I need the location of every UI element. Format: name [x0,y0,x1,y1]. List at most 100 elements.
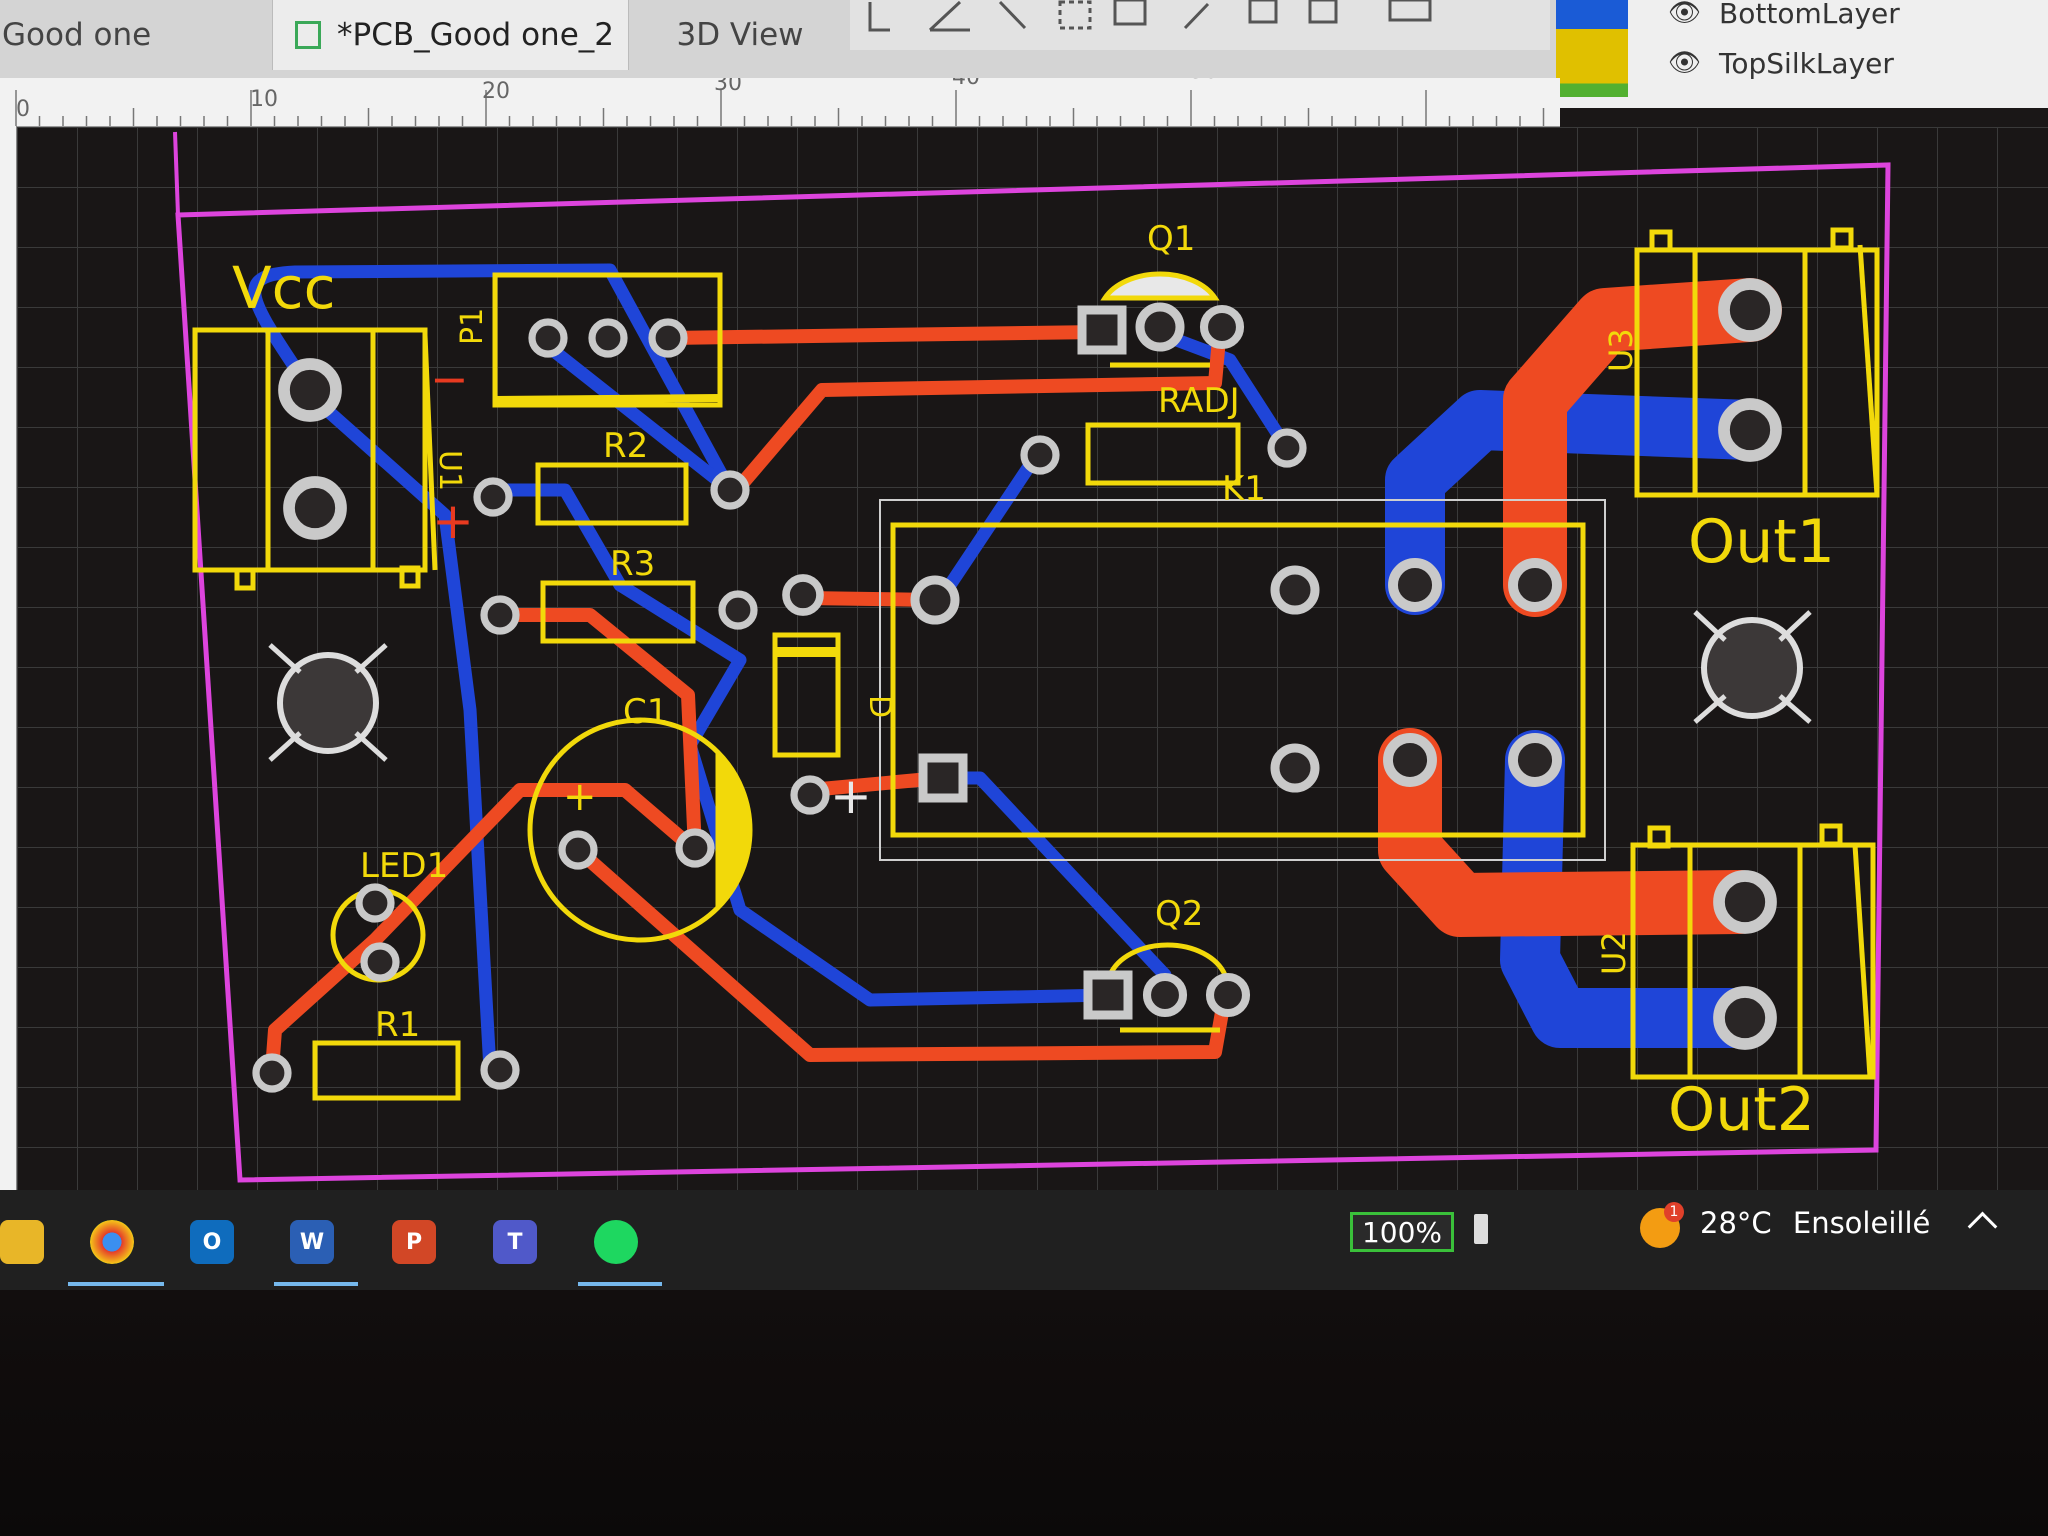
teams-icon[interactable]: T [493,1220,537,1264]
silk-tab [1647,825,1671,849]
word-icon[interactable]: W [290,1220,334,1264]
via-pad[interactable] [782,574,824,616]
via-pad[interactable] [1383,733,1437,787]
line-tool-icon[interactable] [928,0,970,32]
via-pad[interactable] [528,318,568,358]
silk-radj [1085,422,1241,486]
chrome-icon[interactable] [90,1220,134,1264]
via-pad[interactable] [1713,986,1777,1050]
silk-r2 [535,462,689,526]
tab-good-one[interactable]: Good one [0,0,272,70]
silk-q2 [1107,942,1228,977]
battery-indicator[interactable]: 100% [1350,1212,1454,1252]
weather-condition: Ensoleillé [1792,1206,1931,1240]
drawing-toolbar [850,0,1550,50]
label-r1: R1 [375,1005,420,1045]
via-pad[interactable] [480,1050,520,1090]
ruler-label: 30 [714,78,742,96]
via-pad[interactable] [1267,428,1307,468]
via-pad[interactable] [1142,972,1188,1018]
bottom-trace [533,333,737,497]
weather-temperature: 28°C [1700,1206,1772,1240]
via-pad[interactable] [283,476,347,540]
square-pad[interactable] [1083,970,1133,1020]
via-pad[interactable] [718,590,758,630]
via-pad[interactable] [1205,972,1251,1018]
via-pad[interactable] [1020,435,1060,475]
silk-r1 [312,1040,461,1101]
top-power-trace [1378,728,1772,937]
tab-3d-view[interactable]: 3D View [640,0,840,70]
via-pad[interactable] [1718,278,1782,342]
ruler-label: 20 [482,79,510,104]
via-pad[interactable] [252,1053,292,1093]
layers-panel: 👁 BottomLayer 👁 TopSilkLayer [1556,0,2048,108]
arc-tool-icon[interactable] [998,0,1027,30]
via-pad[interactable] [278,358,342,422]
label-u2: U2 [1595,931,1633,975]
label-plus-c1: + [563,774,597,820]
via-pad[interactable] [675,828,715,868]
tab-pcb-good-one-2[interactable]: *PCB_Good one_2 [272,0,629,70]
pen-tool-icon[interactable] [1183,2,1210,30]
bottom-trace [303,388,497,1077]
via-pad[interactable] [790,775,830,815]
table-tool-icon[interactable] [1388,0,1432,22]
via-pad[interactable] [1718,398,1782,462]
silk-line [1852,844,1873,1078]
layer-topsilk-label: TopSilkLayer [1719,46,1894,80]
weather-widget[interactable]: 28°C Ensoleillé [1700,1206,1930,1240]
square-pad[interactable] [918,753,968,803]
eye-icon[interactable]: 👁 [1668,0,1702,28]
via-pad[interactable] [588,318,628,358]
powerpoint-icon[interactable]: P [392,1220,436,1264]
label-plus-u1: + [432,492,474,550]
via-pad[interactable] [648,318,688,358]
bottom-trace [248,263,737,497]
via-pad[interactable] [558,830,598,870]
eye-icon[interactable]: 👁 [1668,48,1702,78]
via-pad[interactable] [360,942,400,982]
silk-tab [1819,823,1843,847]
via-pad[interactable] [910,575,960,625]
windows-taskbar [0,1190,2048,1290]
tab-3d-view-label: 3D View [676,17,804,53]
outlook-icon[interactable]: O [190,1220,234,1264]
via-pad[interactable] [1135,302,1185,352]
region-tool-icon[interactable] [1058,0,1092,30]
silk-k1-courtyard [879,499,1606,861]
layer-row-topsilk[interactable]: 👁 TopSilkLayer [1556,29,1894,97]
ruler-label: 0 [16,97,30,122]
layer-row-bottom[interactable]: 👁 BottomLayer [1556,0,1900,38]
rect-tool-icon[interactable] [1113,0,1147,26]
label-d: D [862,695,897,718]
label-q1: Q1 [1147,219,1195,259]
via-pad[interactable] [473,477,513,517]
bottom-trace [488,483,1117,1007]
layer-topsilk-swatch [1556,29,1628,97]
toolbar-icons [868,0,1432,32]
via-pad[interactable] [480,595,520,635]
file-explorer-icon[interactable] [0,1220,44,1264]
spotify-icon[interactable] [594,1220,638,1264]
square-pad[interactable] [1077,305,1127,355]
copper-tool-icon[interactable] [1248,0,1278,24]
pcb-canvas[interactable]: Vcc P1 U1 R2 R3 R1 C1 LED1 Q1 Q2 RADJ K1… [17,127,2048,1190]
image-tool-icon[interactable] [1308,0,1338,24]
wire-tool-icon[interactable] [868,2,890,32]
via-pad[interactable] [1713,870,1777,934]
via-pad[interactable] [1270,743,1320,793]
via-pad[interactable] [1508,733,1562,787]
via-pad[interactable] [1270,565,1320,615]
horizontal-ruler: 0 10 20 30 40 50 60 [0,53,1568,127]
silk-c1-polarity [715,746,752,914]
via-pad[interactable] [1508,558,1562,612]
board-outline [175,162,1891,1183]
via-pad[interactable] [355,883,395,923]
label-plus-d: + [830,767,872,825]
via-pad[interactable] [1199,304,1245,350]
label-vcc: Vcc [232,254,335,322]
silk-line [494,394,721,404]
via-pad[interactable] [1388,558,1442,612]
via-pad[interactable] [710,470,750,510]
